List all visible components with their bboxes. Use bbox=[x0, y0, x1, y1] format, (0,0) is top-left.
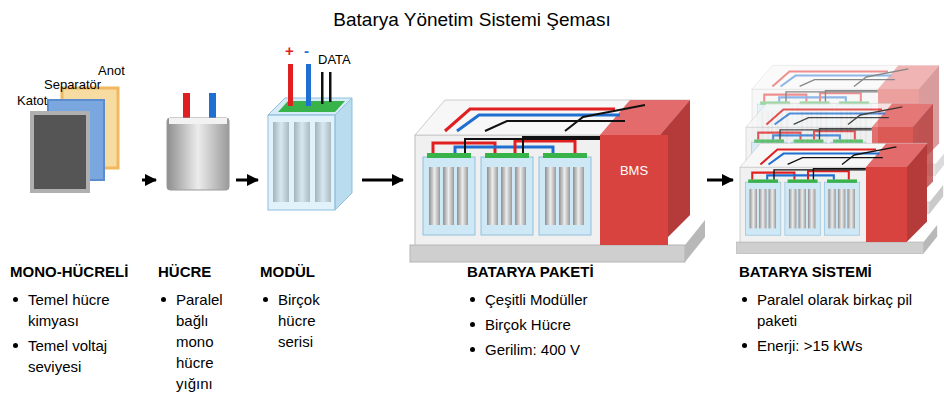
bullet-item: Çeşitli Modüller bbox=[485, 289, 705, 310]
battery-pack-drawing bbox=[410, 100, 705, 262]
bullet-item: Gerilim: 400 V bbox=[485, 339, 705, 360]
stage-heading: MODÜL bbox=[260, 262, 360, 282]
bullet-item: Birçok Hücre bbox=[485, 314, 705, 335]
bullet-text: Birçok Hücre bbox=[485, 314, 685, 335]
bullet-dot bbox=[13, 343, 18, 348]
module-drawing bbox=[321, 72, 324, 104]
battery-pack-drawing bbox=[410, 100, 705, 262]
module-drawing bbox=[268, 115, 335, 210]
battery-system-drawing bbox=[737, 143, 938, 253]
stage-node: BATARYA SİSTEMİ Paralel olarak birkaç pil… bbox=[735, 60, 940, 360]
cathode-sheet bbox=[32, 113, 88, 191]
bullet-text: Temel hücre kimyası bbox=[28, 289, 124, 331]
module-drawing bbox=[288, 64, 293, 106]
bullet-text: Enerji: >15 kWs bbox=[757, 335, 940, 356]
bullet-text: Temel voltaj seviyesi bbox=[28, 335, 124, 377]
diagram-title: Batarya Yönetim Sistemi Şeması bbox=[0, 8, 944, 32]
stage-node: MONO-HÜCRELİ Temel hücre kimyasıTemel vol… bbox=[10, 60, 140, 381]
module-drawing bbox=[268, 64, 352, 210]
cell-drawing bbox=[169, 118, 227, 124]
bullet-dot bbox=[470, 347, 475, 352]
bullet-dot bbox=[742, 343, 747, 348]
part-label: - bbox=[304, 43, 309, 59]
flow-arrow bbox=[236, 179, 258, 182]
bullet-text: Gerilim: 400 V bbox=[485, 339, 685, 360]
flow-arrow bbox=[707, 179, 733, 182]
module-drawing bbox=[335, 98, 352, 210]
part-label: Katot bbox=[17, 93, 47, 109]
stage-heading: BATARYA PAKETİ bbox=[467, 262, 705, 282]
bullet-dot bbox=[13, 297, 18, 302]
flow-arrow bbox=[362, 179, 403, 182]
part-label: Anot bbox=[98, 63, 125, 79]
module-drawing bbox=[329, 72, 332, 102]
cell-drawing bbox=[167, 93, 229, 190]
part-label: Separatör bbox=[44, 77, 101, 93]
bullet-dot bbox=[470, 297, 475, 302]
bullet-dot bbox=[470, 322, 475, 327]
battery-system-drawing bbox=[737, 143, 938, 253]
bms-box: BMS bbox=[600, 135, 668, 245]
cell-drawing bbox=[209, 93, 216, 121]
bullet-text: Birçok hücre serisi bbox=[278, 289, 336, 352]
battery-system-drawing bbox=[737, 65, 944, 253]
battery-system-drawing bbox=[866, 167, 907, 242]
bullet-item: Paralel olarak birkaç pil paketi bbox=[757, 289, 940, 331]
bullet-item: Temel hücre kimyası bbox=[28, 289, 140, 331]
stage-node: HÜCRE Paralel bağlı mono hücre yığını bbox=[158, 60, 234, 398]
part-label: DATA bbox=[318, 52, 351, 68]
bms-label: BMS bbox=[600, 163, 668, 179]
bullet-item: Enerji: >15 kWs bbox=[757, 335, 940, 356]
bullet-text: Çeşitli Modüller bbox=[485, 289, 685, 310]
bullet-dot bbox=[263, 297, 268, 302]
bullet-item: Temel voltaj seviyesi bbox=[28, 335, 140, 377]
bullet-dot bbox=[742, 297, 747, 302]
stage-heading: BATARYA SİSTEMİ bbox=[739, 262, 940, 282]
stage-heading: HÜCRE bbox=[158, 262, 234, 282]
stage-node: MODÜL Birçok hücre serisi bbox=[260, 60, 360, 356]
bullet-item: Birçok hücre serisi bbox=[278, 289, 360, 352]
module-drawing bbox=[306, 64, 311, 106]
bullet-item: Paralel bağlı mono hücre yığını bbox=[176, 289, 234, 394]
bullet-text: Paralel bağlı mono hücre yığını bbox=[176, 289, 232, 394]
flow-arrow bbox=[142, 179, 156, 182]
cell-drawing bbox=[183, 93, 190, 121]
cell-drawing bbox=[167, 118, 229, 190]
stage-heading: MONO-HÜCRELİ bbox=[10, 262, 140, 282]
bullet-text: Paralel olarak birkaç pil paketi bbox=[757, 289, 940, 331]
part-label: + bbox=[285, 43, 294, 59]
bullet-dot bbox=[161, 297, 166, 302]
stage-node: BATARYA PAKETİ Çeşitli ModüllerBirçok Hüc… bbox=[405, 60, 705, 364]
